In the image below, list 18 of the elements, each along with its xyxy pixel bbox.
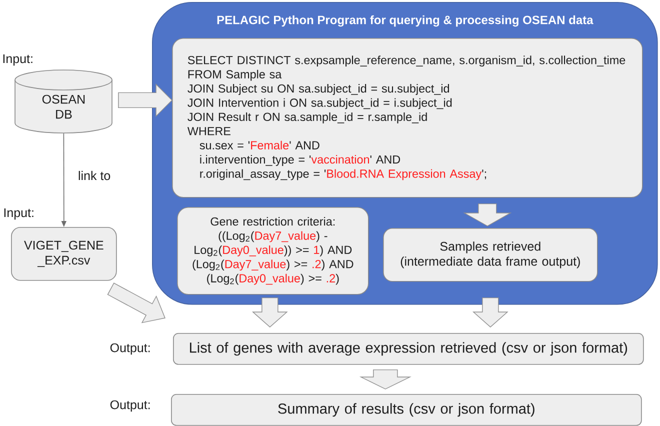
query-box: SELECT DISTINCT s.expsample_reference_name, s.organism_id, s.collection_time FROM Sample sa JOIN Subject su ON sa.subject_id = su.subject_id JOIN Intervention i ON sa.subject_id = i.subject_id JOIN Result r ON sa.sample_id = r.sample_id WHERE su.sex = 'Female' AND i.intervention_type = 'vaccination' AND r.original_assay_type = 'Blood.RNA Expression Assay';	[172, 38, 643, 198]
result-box: Samples retrieved (intermediate data frame output)	[383, 228, 598, 282]
side-label: Input:	[4, 208, 34, 220]
side-label: Input:	[3, 54, 32, 66]
edge-label: link to	[77, 170, 112, 182]
side-label: Output:	[110, 400, 150, 412]
file-box: VIGET_GENE _EXP.csv	[11, 227, 117, 281]
block-arrow	[463, 203, 512, 226]
block-arrow	[359, 369, 412, 390]
block-arrow	[252, 297, 288, 328]
side-label: Output:	[110, 343, 150, 355]
database-cylinder: OSEAN DB	[14, 70, 112, 134]
criteria-box: Gene restriction criteria: ((Log$_{2}$(Day7_value) - Log$_{2}$(Day0_value)) >= 1) AND (Log$_{2}$(Day7_value) >= .2) AND (Log$_{2}$(Day0_value) >= .2)	[177, 207, 369, 295]
block-arrow	[107, 282, 166, 324]
output-box: List of genes with average expression retrieved (csv or json format)	[173, 333, 644, 365]
block-arrow	[472, 297, 508, 328]
output-box: Summary of results (csv or json format)	[171, 394, 642, 426]
block-arrow	[118, 83, 172, 118]
